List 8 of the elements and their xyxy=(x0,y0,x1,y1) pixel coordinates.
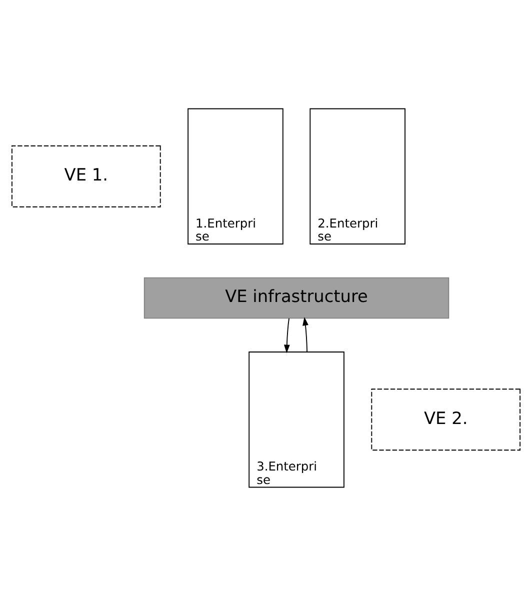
node-box: 2.Enterpri se xyxy=(310,108,406,244)
node-box: VE 1. xyxy=(11,144,161,207)
arrow xyxy=(284,317,290,353)
node-box: 3.Enterpri se xyxy=(248,351,344,488)
node-box: 1.Enterpri se xyxy=(188,108,284,244)
arrow xyxy=(302,316,308,352)
node-box: VE 2. xyxy=(371,388,521,450)
node-box: VE infrastructure xyxy=(144,276,450,318)
